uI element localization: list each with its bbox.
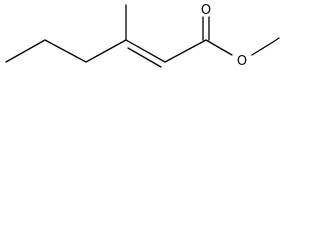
bond-c3-c2-double xyxy=(127,47,162,68)
bond-ester-oxygen-ch2 xyxy=(251,41,274,56)
ester-oxygen-label: O xyxy=(237,54,247,69)
bond-c5-c4 xyxy=(44,39,87,63)
carbonyl-oxygen-label: O xyxy=(201,3,211,18)
skeletal-formula: O O xyxy=(5,3,280,69)
bond-group xyxy=(5,4,280,68)
bond-c1-ester-oxygen xyxy=(205,39,233,56)
bond-c4-c3 xyxy=(85,39,127,63)
bond-c2-c1 xyxy=(164,39,207,63)
atom-labels: O O xyxy=(201,3,247,69)
bond-c6-c5 xyxy=(5,39,46,63)
bond-ch2-ch3 xyxy=(272,37,280,43)
bond-c3-c2 xyxy=(125,39,166,63)
